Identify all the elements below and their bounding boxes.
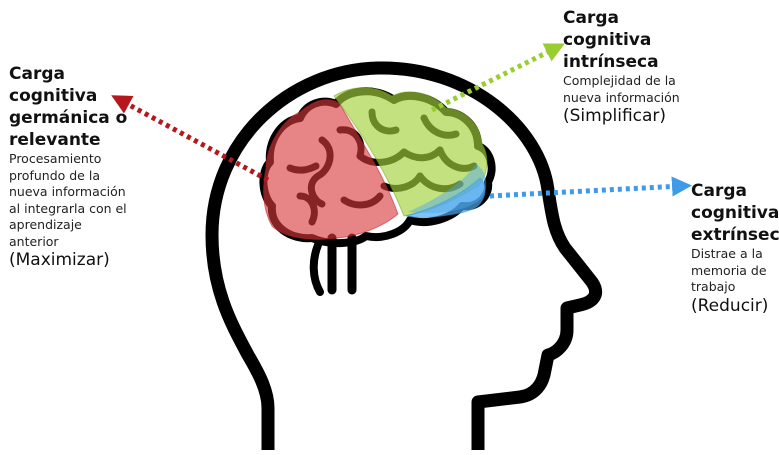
extrinsic-load-title: Carga cognitiva extrínseca <box>691 180 779 246</box>
extrinsic-arrow <box>490 186 682 196</box>
germanic-load-action: (Maximizar) <box>9 250 134 270</box>
extrinsic-load-action: (Reducir) <box>691 296 779 316</box>
intrinsic-load-action: (Simplificar) <box>563 106 693 126</box>
germanic-load-title: Carga cognitiva germánica o relevante <box>9 63 134 151</box>
germanic-load-label: Carga cognitiva germánica o relevante Pr… <box>9 63 134 270</box>
intrinsic-load-description: Complejidad de la nueva información <box>563 73 693 106</box>
intrinsic-load-title: Carga cognitiva intrínseca <box>563 7 693 73</box>
extrinsic-load-description: Distrae a la memoria de trabajo <box>691 246 779 296</box>
intrinsic-load-label: Carga cognitiva intrínseca Complejidad d… <box>563 7 693 126</box>
extrinsic-load-label: Carga cognitiva extrínseca Distrae a la … <box>691 180 779 316</box>
germanic-load-description: Procesamiento profundo de la nueva infor… <box>9 151 134 250</box>
